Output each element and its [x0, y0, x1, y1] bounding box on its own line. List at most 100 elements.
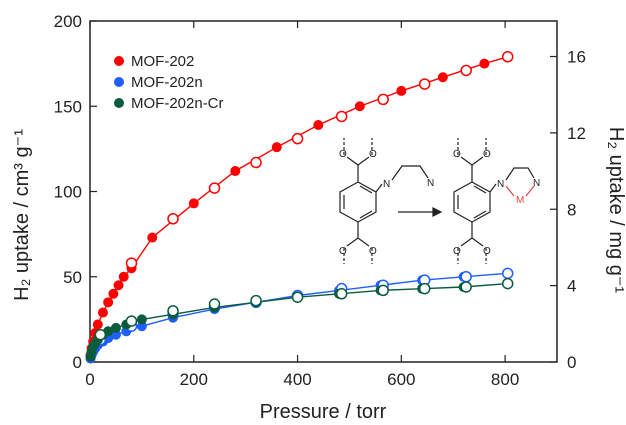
bottom-carboxyl-left-a	[346, 237, 359, 247]
desorption-point-mof-202n-cr-4	[335, 288, 348, 300]
ethyl-chain-left	[391, 165, 429, 181]
reaction-arrow-head	[432, 207, 443, 217]
chelate-ring	[505, 167, 535, 181]
inset-o-label-top-left-a: O	[339, 149, 347, 160]
inset-n-label-4: N	[533, 178, 540, 189]
desorption-point-mof-202n-cr-2	[418, 282, 431, 295]
legend-marker-mof-202	[114, 56, 124, 66]
chemical-structure-inset	[339, 138, 535, 264]
adsorption-point-mof-202-15	[313, 120, 324, 131]
top-carboxyl-left-b	[357, 156, 370, 166]
inset-o-label-bottom-right-a: O	[453, 246, 461, 257]
adsorption-point-mof-202-11	[147, 232, 158, 243]
bottom-carboxyl-right-a	[460, 237, 473, 247]
adsorption-point-mof-202-16	[354, 101, 365, 112]
y2-tick-label-12: 12	[567, 124, 586, 143]
metalated-structure	[453, 138, 535, 264]
x-tick-label-800: 800	[491, 370, 519, 389]
desorption-point-mof-202-6	[250, 156, 262, 169]
top-carboxyl-left-a	[346, 156, 359, 166]
x-axis-title: Pressure / torr	[260, 401, 387, 423]
plot-frame	[89, 20, 558, 363]
x-tick-label-0: 0	[85, 370, 94, 389]
adsorption-point-mof-202-5	[97, 307, 108, 318]
legend-label-mof-202n-cr: MOF-202n-Cr	[131, 95, 224, 112]
adsorption-point-mof-202-12	[188, 198, 199, 209]
adsorption-point-mof-202-19	[479, 58, 490, 69]
y-tick-label-50: 50	[63, 268, 82, 287]
y2-tick-label-0: 0	[567, 353, 576, 372]
inset-o-label-bottom-left-b: O	[369, 246, 377, 257]
adsorption-point-mof-202n-cr-9	[136, 314, 147, 325]
desorption-point-mof-202-4	[335, 110, 348, 123]
desorption-point-mof-202n-0	[501, 267, 514, 280]
inset-o-label-bottom-right-b: O	[483, 246, 491, 257]
inset-n-label-1: N	[383, 179, 390, 190]
legend-label-mof-202n: MOF-202n	[131, 74, 203, 91]
y-tick-label-0: 0	[73, 353, 82, 372]
adsorption-point-mof-202-9	[118, 271, 129, 282]
desorption-point-mof-202-7	[208, 182, 221, 194]
bottom-carboxyl-left-b	[357, 237, 370, 247]
desorption-point-mof-202-3	[377, 93, 389, 106]
inset-o-label-top-left-b: O	[369, 149, 377, 160]
adsorption-point-mof-202-18	[437, 72, 448, 83]
y2-tick-label-16: 16	[567, 48, 586, 67]
desorption-point-mof-202n-cr-0	[501, 277, 514, 290]
plot-area-border	[89, 20, 558, 363]
desorption-point-mof-202n-cr-9	[125, 315, 138, 327]
y-axis-title: H₂ uptake / cm³ g⁻¹	[11, 129, 33, 301]
adsorption-point-mof-202-4	[92, 319, 103, 330]
top-carboxyl-right-b	[471, 156, 484, 166]
chelate-bond-n2-metal	[525, 185, 535, 197]
desorption-point-mof-202n-cr-6	[250, 294, 262, 307]
desorption-point-mof-202-5	[291, 132, 304, 145]
benzene-ring-left	[339, 181, 377, 223]
benzene-ring-right	[453, 181, 491, 223]
desorption-point-mof-202-0	[501, 51, 514, 63]
legend-label-mof-202: MOF-202	[131, 53, 194, 70]
desorption-point-mof-202-8	[167, 213, 179, 225]
bottom-carboxyl-right-b	[471, 237, 484, 247]
y-tick-label-150: 150	[54, 97, 82, 116]
desorption-point-mof-202-2	[418, 78, 431, 90]
desorption-point-mof-202n-cr-8	[167, 305, 179, 317]
desorption-point-mof-202n-cr-3	[377, 284, 389, 297]
amine-bond-right	[489, 183, 497, 193]
inset-o-label-top-right-a: O	[453, 149, 461, 160]
adsorption-point-mof-202-17	[396, 85, 407, 96]
x-tick-label-200: 200	[180, 370, 208, 389]
legend: MOF-202 MOF-202n MOF-202n-Cr	[114, 53, 224, 112]
desorption-point-mof-202n-cr-7	[208, 298, 221, 310]
series-line-mof-202n	[89, 272, 508, 359]
ring-double-bond-left-2	[359, 210, 373, 219]
y2-tick-label-8: 8	[567, 200, 576, 219]
adsorption-point-mof-202n-cr-7	[110, 322, 121, 333]
chelate-bond-n1-metal	[505, 185, 515, 197]
desorption-point-mof-202n-cr-10	[94, 328, 107, 341]
points-layer	[85, 51, 514, 364]
desorption-point-mof-202n-cr-1	[460, 281, 472, 293]
top-carboxyl-right-a	[460, 156, 473, 166]
adsorption-point-mof-202-7	[108, 288, 119, 299]
adsorption-point-mof-202-14	[271, 142, 282, 153]
legend-marker-mof-202n-cr	[114, 98, 124, 108]
ring-double-bond-right-3	[473, 185, 487, 194]
adsorption-point-mof-202-13	[230, 166, 241, 177]
inset-metal-label: M	[516, 195, 524, 206]
desorption-point-mof-202n-1	[460, 271, 472, 283]
y2-axis-title: H₂ uptake / mg g⁻¹	[605, 127, 626, 294]
ring-double-bond-right-2	[473, 210, 487, 219]
legend-marker-mof-202n	[114, 77, 124, 87]
ring-double-bond-left-3	[359, 185, 373, 194]
desorption-point-mof-202n-cr-5	[291, 291, 304, 303]
y-tick-label-200: 200	[54, 12, 82, 31]
x-tick-label-600: 600	[387, 370, 415, 389]
desorption-point-mof-202-9	[125, 257, 138, 269]
inset-n-label-2: N	[427, 178, 434, 189]
amine-bond-left	[375, 183, 383, 193]
y-tick-label-100: 100	[54, 183, 82, 202]
